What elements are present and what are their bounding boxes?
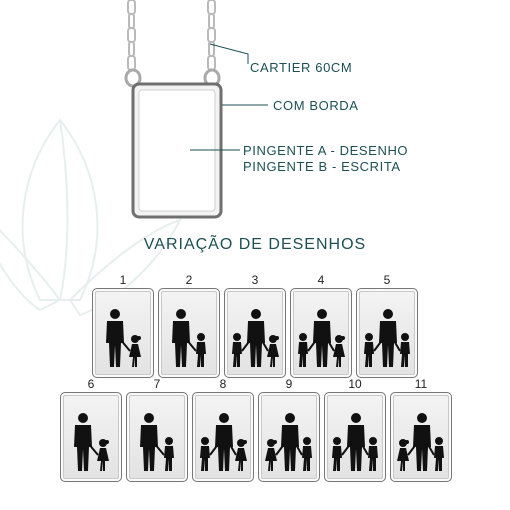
variation-number: 3 bbox=[251, 273, 259, 287]
variation-7[interactable]: 7 bbox=[126, 376, 188, 482]
holding-hands bbox=[341, 442, 369, 456]
variation-3[interactable]: 3 bbox=[224, 272, 286, 378]
holding-hands bbox=[307, 338, 335, 352]
pendant-drawing-tile bbox=[126, 392, 188, 482]
pendant-b-label: PINGENTE B - ESCRITA bbox=[243, 159, 401, 174]
holding-hands bbox=[373, 338, 401, 352]
variation-number: 2 bbox=[185, 273, 193, 287]
pendant-drawing-tile bbox=[390, 392, 452, 482]
boy-silhouette bbox=[434, 437, 444, 471]
holding-hands bbox=[209, 442, 237, 456]
girl-silhouette bbox=[265, 439, 277, 471]
variation-2[interactable]: 2 bbox=[158, 272, 220, 378]
variations-title: VARIAÇÃO DE DESENHOS bbox=[143, 236, 367, 253]
girl-silhouette bbox=[397, 439, 409, 471]
family-silhouette-icon bbox=[140, 413, 174, 471]
man-silhouette bbox=[74, 413, 92, 471]
pendant-drawing-tile bbox=[324, 392, 386, 482]
boy-silhouette bbox=[200, 437, 210, 471]
variation-5[interactable]: 5 bbox=[356, 272, 418, 378]
chain-right bbox=[207, 0, 216, 71]
boy-silhouette bbox=[368, 437, 378, 471]
girl-silhouette bbox=[97, 439, 109, 471]
variation-11[interactable]: 11 bbox=[390, 376, 452, 482]
boy-silhouette bbox=[298, 333, 308, 367]
family-silhouette-icon bbox=[364, 309, 410, 367]
border-label: COM BORDA bbox=[273, 98, 359, 113]
man-silhouette bbox=[140, 413, 158, 471]
girl-silhouette bbox=[129, 335, 141, 367]
man-silhouette bbox=[106, 309, 124, 367]
pendant-drawing-tile bbox=[60, 392, 122, 482]
pendant-drawing-tile bbox=[224, 288, 286, 378]
man-silhouette bbox=[379, 309, 397, 367]
variation-number: 5 bbox=[383, 273, 391, 287]
holding-hands bbox=[275, 442, 303, 456]
man-silhouette bbox=[347, 413, 365, 471]
boy-silhouette bbox=[302, 437, 312, 471]
variation-number: 10 bbox=[348, 377, 362, 391]
chain-left bbox=[127, 0, 136, 71]
holding-hands bbox=[119, 338, 131, 352]
boy-silhouette bbox=[196, 333, 206, 367]
girl-silhouette bbox=[333, 335, 345, 367]
boy-silhouette bbox=[332, 437, 342, 471]
pendant-drawing-tile bbox=[158, 288, 220, 378]
holding-hands bbox=[153, 442, 165, 456]
variation-number: 8 bbox=[219, 377, 227, 391]
chain-label: CARTIER 60CM bbox=[250, 60, 353, 75]
boy-silhouette bbox=[232, 333, 242, 367]
family-silhouette-icon bbox=[397, 413, 444, 471]
man-silhouette bbox=[313, 309, 331, 367]
family-silhouette-icon bbox=[106, 309, 141, 367]
family-silhouette-icon bbox=[232, 309, 279, 367]
leader-lines bbox=[190, 43, 268, 151]
variation-number: 11 bbox=[414, 377, 428, 391]
man-silhouette bbox=[172, 309, 190, 367]
family-silhouette-icon bbox=[172, 309, 206, 367]
pendant-drawing-tile bbox=[258, 392, 320, 482]
man-silhouette bbox=[215, 413, 233, 471]
pendant-a-label: PINGENTE A - DESENHO bbox=[243, 143, 409, 158]
boy-silhouette bbox=[400, 333, 410, 367]
family-silhouette-icon bbox=[298, 309, 345, 367]
pendant-drawing-tile bbox=[290, 288, 352, 378]
holding-hands bbox=[87, 442, 99, 456]
variation-8[interactable]: 8 bbox=[192, 376, 254, 482]
necklace-illustration bbox=[124, 0, 268, 219]
family-silhouette-icon bbox=[74, 413, 109, 471]
variation-number: 9 bbox=[285, 377, 293, 391]
boy-silhouette bbox=[364, 333, 374, 367]
variation-4[interactable]: 4 bbox=[290, 272, 352, 378]
man-silhouette bbox=[247, 309, 265, 367]
variation-number: 1 bbox=[119, 273, 127, 287]
girl-silhouette bbox=[235, 439, 247, 471]
girl-silhouette bbox=[267, 335, 279, 367]
variation-1[interactable]: 1 bbox=[92, 272, 154, 378]
family-silhouette-icon bbox=[332, 413, 378, 471]
family-silhouette-icon bbox=[200, 413, 247, 471]
variation-number: 7 bbox=[153, 377, 161, 391]
pendant-drawing-tile bbox=[356, 288, 418, 378]
variation-number: 6 bbox=[87, 377, 95, 391]
man-silhouette bbox=[281, 413, 299, 471]
holding-hands bbox=[241, 338, 269, 352]
holding-hands bbox=[185, 338, 197, 352]
variation-10[interactable]: 10 bbox=[324, 376, 386, 482]
pendant-drawing-tile bbox=[92, 288, 154, 378]
variation-9[interactable]: 9 bbox=[258, 376, 320, 482]
pendant-drawing-tile bbox=[192, 392, 254, 482]
family-silhouette-icon bbox=[265, 413, 312, 471]
man-silhouette bbox=[413, 413, 431, 471]
variation-number: 4 bbox=[317, 273, 325, 287]
boy-silhouette bbox=[164, 437, 174, 471]
variation-6[interactable]: 6 bbox=[60, 376, 122, 482]
holding-hands bbox=[407, 442, 435, 456]
